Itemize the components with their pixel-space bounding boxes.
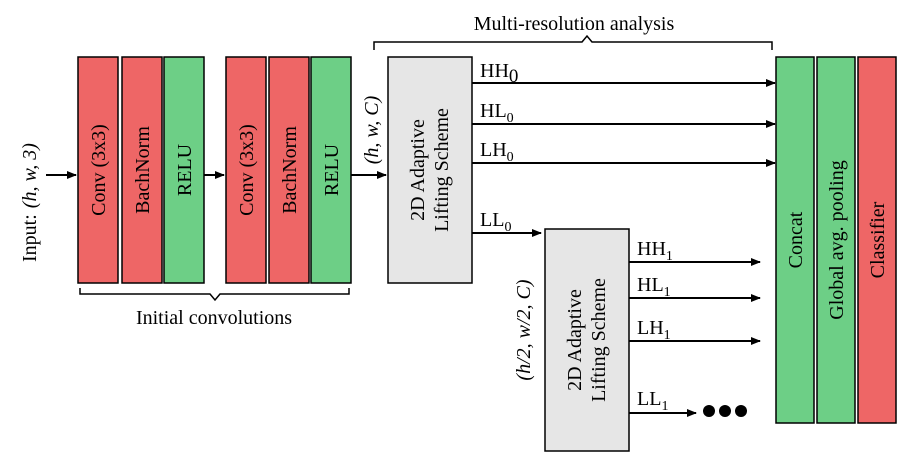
shape-after-convs: (h, w, C) <box>361 95 383 164</box>
pooling-block <box>816 56 856 424</box>
relu-block-1 <box>163 56 205 284</box>
initial-conv-brace <box>79 288 350 302</box>
lh0-label: LH0 <box>480 139 514 165</box>
lifting-scheme-1 <box>387 56 473 284</box>
batchnorm-block-1-label: BachNorm <box>132 126 154 214</box>
ll1-label: LL1 <box>637 388 668 414</box>
lifting-scheme-2-line1: 2D Adaptive <box>564 289 586 391</box>
conv-block-2 <box>225 56 267 284</box>
relu-block-2-label: RELU <box>321 143 343 196</box>
hh1-label: HH1 <box>637 238 673 264</box>
classifier-block <box>857 56 897 424</box>
classifier-label: Classifier <box>867 201 889 278</box>
initial-conv-label: Initial convolutions <box>136 307 292 329</box>
hl0-label: HL0 <box>480 100 514 126</box>
shape-level-1: (h/2, w/2, C) <box>513 279 535 380</box>
pooling-label: Global avg. pooling <box>826 160 848 319</box>
dot-3 <box>735 405 747 417</box>
concat-label: Concat <box>785 211 807 268</box>
batchnorm-block-2-label: BachNorm <box>279 126 301 214</box>
relu-block-1-label: RELU <box>174 143 196 196</box>
lifting-scheme-2-line2: Lifting Scheme <box>588 278 610 402</box>
lifting-scheme-2 <box>544 228 630 452</box>
multi-resolution-label: Multi-resolution analysis <box>474 13 675 35</box>
conv-group-2: Conv (3x3) BachNorm RELU <box>225 56 352 284</box>
conv-group-1: Conv (3x3) BachNorm RELU <box>77 56 205 284</box>
batchnorm-block-2 <box>268 56 310 284</box>
lifting-scheme-1-line2: Lifting Scheme <box>431 108 453 232</box>
batchnorm-block-1 <box>121 56 163 284</box>
dot-1 <box>703 405 715 417</box>
relu-block-2 <box>310 56 352 284</box>
hl1-label: HL1 <box>637 274 671 300</box>
lh1-label: LH1 <box>637 317 671 343</box>
input-label: Input:(h, w, 3) <box>19 143 41 262</box>
multi-resolution-brace <box>373 34 773 50</box>
ll0-label: LL0 <box>480 209 511 235</box>
continuation-dots <box>703 405 747 417</box>
conv-block-1 <box>77 56 119 284</box>
hh0-label: HH0 <box>480 60 518 87</box>
concat-block <box>775 56 815 424</box>
conv-block-1-label: Conv (3x3) <box>88 124 110 216</box>
dot-2 <box>719 405 731 417</box>
lifting-scheme-1-line1: 2D Adaptive <box>407 119 429 221</box>
conv-block-2-label: Conv (3x3) <box>236 124 258 216</box>
